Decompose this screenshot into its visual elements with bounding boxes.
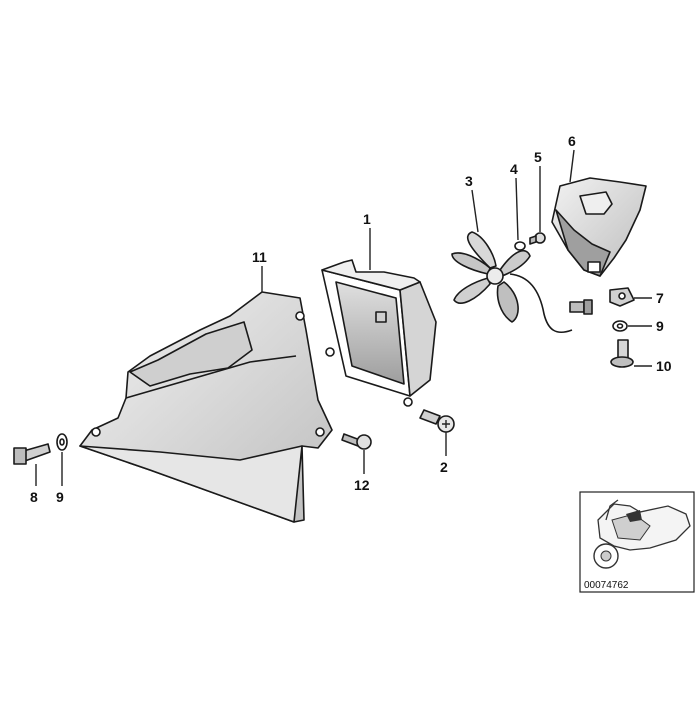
fan-shroud-part-1 (321, 259, 437, 407)
callout-10: 10 (656, 358, 672, 374)
callout-6: 6 (568, 133, 576, 149)
thumbnail-label: 00074762 (584, 580, 629, 591)
clip-part-7 (609, 287, 635, 307)
screw-part-12 (341, 433, 372, 450)
fairing-panel-part-11 (79, 291, 333, 523)
motorcycle-icon (593, 499, 691, 569)
callout-5: 5 (534, 149, 542, 165)
washer-part-9-right (612, 320, 628, 332)
callout-3: 3 (465, 173, 473, 189)
callout-1: 1 (363, 211, 371, 227)
bolt-part-8 (13, 443, 51, 465)
callout-12: 12 (354, 477, 370, 493)
motor-cover-part-6 (551, 177, 647, 277)
callout-2: 2 (440, 459, 448, 475)
washer-part-4 (514, 241, 526, 251)
bolt-part-10 (610, 339, 634, 368)
leader-lines (35, 149, 652, 486)
motorcycle-thumbnail: 00074762 (579, 491, 695, 593)
screw-part-5 (529, 232, 546, 245)
fan-impeller-part-3 (451, 231, 593, 334)
callout-4: 4 (510, 161, 518, 177)
screw-part-2 (419, 409, 455, 433)
callout-8: 8 (30, 489, 38, 505)
callout-11: 11 (252, 249, 267, 265)
callout-9-left: 9 (56, 489, 64, 505)
washer-part-9-left (56, 433, 68, 451)
callout-7: 7 (656, 290, 664, 306)
callout-9-right: 9 (656, 318, 664, 334)
